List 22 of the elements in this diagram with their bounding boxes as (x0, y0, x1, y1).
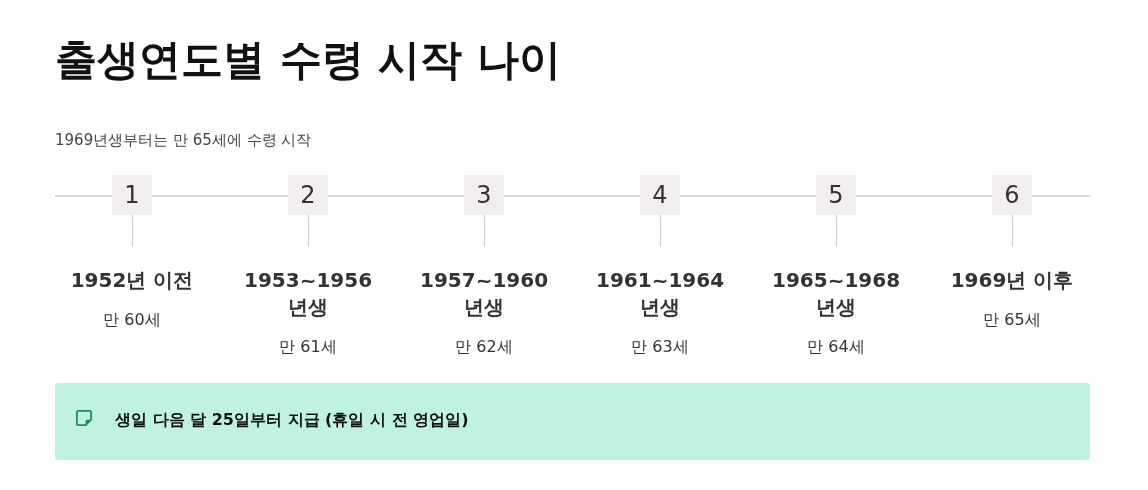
page-title: 출생연도별 수령 시작 나이 (55, 34, 561, 86)
birth-year-heading: 1957~1960 년생 (420, 267, 548, 321)
step-number-box: 3 (464, 175, 504, 215)
age-label: 만 65세 (983, 309, 1041, 331)
birth-year-heading: 1965~1968 년생 (772, 267, 900, 321)
birth-year-heading: 1961~1964 년생 (596, 267, 724, 321)
step-number-box: 4 (640, 175, 680, 215)
note-panel (55, 383, 1090, 460)
step-number-box: 2 (288, 175, 328, 215)
age-label: 만 61세 (279, 336, 337, 358)
age-label: 만 62세 (455, 336, 513, 358)
age-label: 만 64세 (807, 336, 865, 358)
step-number-box: 5 (816, 175, 856, 215)
birth-year-heading: 1969년 이후 (950, 267, 1074, 294)
age-label: 만 60세 (103, 309, 161, 331)
birth-year-heading: 1952년 이전 (70, 267, 194, 294)
age-label: 만 63세 (631, 336, 689, 358)
birth-year-heading: 1953~1956 년생 (244, 267, 372, 321)
subtitle: 1969년생부터는 만 65세에 수령 시작 (55, 130, 312, 151)
step-number-box: 1 (112, 175, 152, 215)
note-text: 생일 다음 달 25일부터 지급 (휴일 시 전 영업일) (115, 409, 469, 431)
step-number-box: 6 (992, 175, 1032, 215)
